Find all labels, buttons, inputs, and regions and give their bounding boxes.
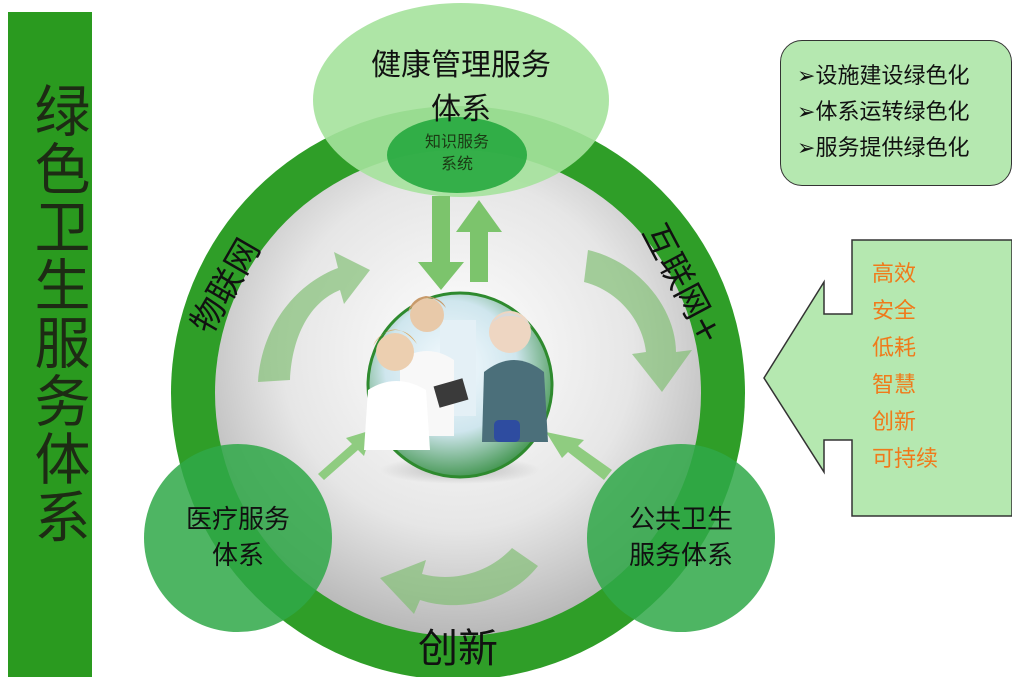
arrow-right-to-center: [546, 432, 612, 480]
label-medical-line2: 体系: [211, 541, 264, 571]
label-knowledge-line1: 知识服务: [424, 132, 489, 151]
attribute-item: 智慧: [872, 373, 917, 398]
label-knowledge-line2: 系统: [440, 154, 473, 173]
label-public-health-line2: 服务体系: [628, 541, 733, 571]
attribute-list: 高效 安全 低耗 智慧 创新 可持续: [872, 256, 938, 478]
bullet-arrow-icon: ➢: [797, 64, 816, 89]
arrow-left-to-center: [318, 430, 372, 480]
attribute-item: 高效: [872, 262, 917, 287]
doctor-patient-illustration: [364, 296, 548, 450]
goal-text: 体系运转绿色化: [815, 100, 970, 125]
label-knowledge-service: 知识服务 系统: [397, 131, 517, 175]
cycle-arrow-bottom: [380, 548, 538, 614]
goal-text: 设施建设绿色化: [815, 64, 970, 89]
attribute-item: 安全: [872, 299, 917, 324]
arrow-globe-up: [456, 200, 502, 282]
goal-item: ➢服务提供绿色化: [797, 131, 1011, 167]
label-public-health-line1: 公共卫生: [628, 505, 733, 535]
node-health-management: [313, 3, 609, 197]
goal-text: 服务提供绿色化: [815, 136, 970, 161]
goal-item: ➢设施建设绿色化: [797, 59, 1011, 95]
label-medical-line1: 医疗服务: [185, 505, 290, 535]
label-health-management: 健康管理服务 体系: [330, 44, 592, 132]
attribute-item: 创新: [872, 410, 917, 435]
arrow-knowledge-down: [418, 196, 464, 290]
ring-label-innovation: 创新: [418, 626, 498, 672]
cycle-arrow-right: [584, 250, 692, 392]
node-medical-service: [144, 444, 332, 632]
side-title: 绿色卫生服务体系: [25, 82, 90, 546]
label-medical-service: 医疗服务 体系: [168, 502, 308, 574]
node-knowledge-service: [387, 117, 527, 193]
side-title-bar: 绿色卫生服务体系: [8, 12, 92, 677]
green-goals-box: ➢设施建设绿色化 ➢体系运转绿色化 ➢服务提供绿色化: [780, 40, 1012, 186]
label-health-management-line1: 健康管理服务: [371, 48, 551, 83]
attribute-item: 低耗: [872, 336, 917, 361]
bullet-arrow-icon: ➢: [797, 100, 816, 125]
attributes-arrow-panel: [763, 239, 1012, 517]
attribute-item: 可持续: [872, 447, 939, 472]
goal-item: ➢体系运转绿色化: [797, 95, 1011, 131]
node-public-health: [587, 444, 775, 632]
label-health-management-line2: 体系: [431, 92, 491, 127]
cycle-arrow-upper-left: [258, 252, 370, 382]
bullet-arrow-icon: ➢: [797, 136, 816, 161]
label-public-health: 公共卫生 服务体系: [608, 502, 754, 574]
